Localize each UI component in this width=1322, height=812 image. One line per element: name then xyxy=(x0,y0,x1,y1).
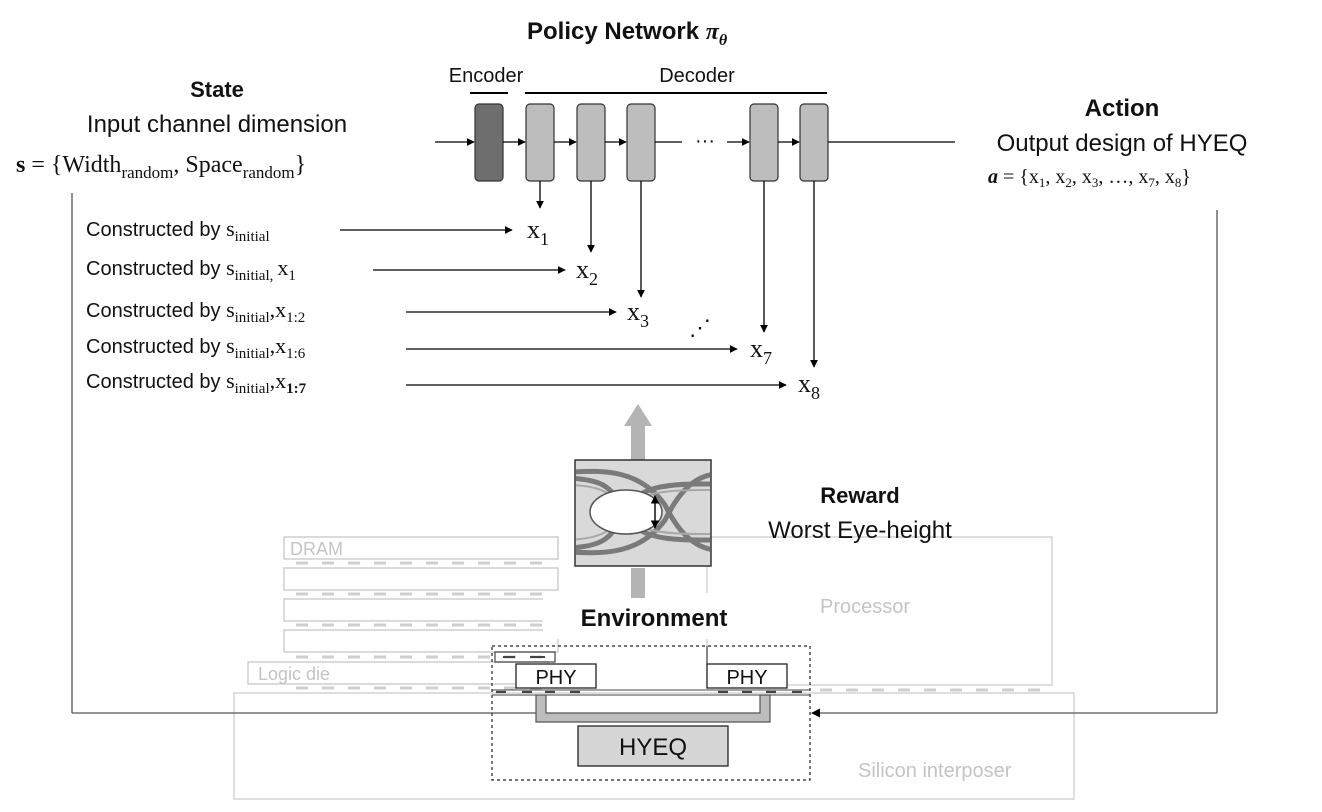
construct-row-5-target: x8 xyxy=(798,369,820,403)
decoder-block-2 xyxy=(576,103,606,182)
phy-right-label: PHY xyxy=(726,667,767,689)
policy-network-title: Policy Network πθ xyxy=(527,18,728,49)
construct-row-4-label: Constructed by sinitial,x1:6 xyxy=(86,333,306,362)
construct-row-3-label: Constructed by sinitial,x1:2 xyxy=(86,297,305,326)
eye-diagram xyxy=(574,459,712,567)
decoder-block-1 xyxy=(525,103,555,182)
environment-dashed-box xyxy=(491,645,811,781)
construct-row-1-label: Constructed by sinitial xyxy=(86,216,270,245)
gray-arrow-head xyxy=(624,404,652,426)
state-title: State xyxy=(190,77,244,102)
gray-arrow-shaft-top xyxy=(631,425,645,460)
dram-layer-4 xyxy=(283,629,559,653)
policy-network-header: Policy Network πθ Encoder Decoder xyxy=(449,6,827,94)
construct-row-2-label: Constructed by sinitial,x1 xyxy=(86,255,296,284)
hyeq-box xyxy=(577,725,729,767)
decoder-block-3 xyxy=(626,103,656,182)
construct-row-2-target: x2 xyxy=(576,255,598,289)
decoder-ellipsis: ··· xyxy=(695,130,715,152)
reward-subtitle: Worst Eye-height xyxy=(768,517,952,544)
dram-label: DRAM xyxy=(290,539,343,559)
environment-group: Environment PHY PHY HYEQ xyxy=(491,593,811,781)
phy-left-box xyxy=(515,663,597,689)
constructed-rows: Constructed by sinitial x1 Constructed b… xyxy=(86,215,820,403)
construct-row-5-label: Constructed by sinitial,x1:7 xyxy=(86,368,307,397)
logic-die-label: Logic die xyxy=(258,664,330,684)
network-blocks: ··· xyxy=(435,103,955,368)
decoder-label: Decoder xyxy=(659,65,735,87)
silicon-interposer-box xyxy=(233,692,1075,800)
phy-right-box xyxy=(706,663,788,689)
hyeq-label: HYEQ xyxy=(619,734,687,761)
phy-left-label: PHY xyxy=(535,667,576,689)
state-equation: s = {Widthrandom, Spacerandom} xyxy=(16,152,306,182)
decoder-block-7 xyxy=(749,103,779,182)
reward-title: Reward xyxy=(820,483,899,508)
decoder-block-8 xyxy=(799,103,829,182)
dram-layer-3 xyxy=(283,598,559,622)
encoder-block xyxy=(474,103,504,182)
reward-path: Reward Worst Eye-height xyxy=(574,404,952,598)
construct-mid-ellipsis: ⋰ xyxy=(689,315,711,340)
action-group: Action Output design of HYEQ a = {x1, x2… xyxy=(958,90,1298,202)
action-subtitle: Output design of HYEQ xyxy=(997,130,1248,157)
state-group: State Input channel dimension s = {Width… xyxy=(16,77,347,182)
construct-row-4-target: x7 xyxy=(750,334,772,368)
silicon-interposer-label: Silicon interposer xyxy=(858,760,1012,782)
action-title: Action xyxy=(1085,95,1160,122)
state-subtitle: Input channel dimension xyxy=(87,111,347,138)
hyeq-channel xyxy=(535,694,771,723)
environment-title-bg xyxy=(543,593,765,639)
dram-layer-2 xyxy=(283,567,559,591)
construct-row-1-target: x1 xyxy=(527,215,549,249)
encoder-label: Encoder xyxy=(449,65,524,87)
action-equation: a = {x1, x2, x3, …, x7, x8} xyxy=(988,166,1191,190)
processor-label: Processor xyxy=(820,596,910,618)
environment-title: Environment xyxy=(581,605,728,632)
dram-layer-1 xyxy=(283,536,559,560)
construct-row-3-target: x3 xyxy=(627,297,649,331)
gray-arrow-shaft-bottom xyxy=(631,568,645,598)
feedback-loop xyxy=(71,193,1218,718)
